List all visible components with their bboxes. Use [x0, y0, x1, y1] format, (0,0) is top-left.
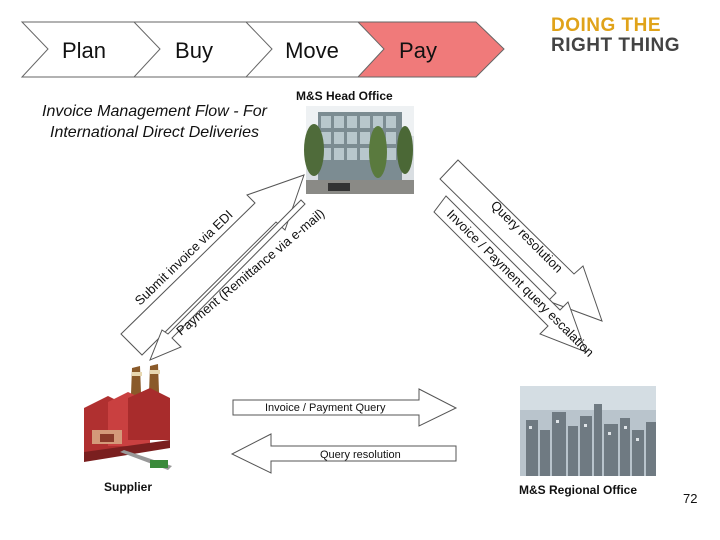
logo-line-1: DOING THE [551, 15, 662, 36]
arrow-head-office-to-supplier [149, 199, 306, 361]
page-number: 72 [683, 491, 698, 506]
arrow-query-resolution [230, 433, 457, 474]
title-line-1: Invoice Management Flow - For [42, 103, 267, 120]
label-query-resolution: Query resolution [320, 449, 401, 461]
step-pay[interactable]: Pay [356, 21, 505, 78]
title-line-2: International Direct Deliveries [50, 124, 259, 141]
logo-line-2: RIGHT THING [551, 35, 680, 56]
step-pay-label: Pay [399, 38, 437, 63]
arrow-supplier-to-head-office [120, 174, 305, 356]
head-office-photo [304, 106, 414, 194]
step-move-label: Move [285, 38, 339, 63]
step-plan-label: Plan [62, 38, 106, 63]
label-invoice-payment-query: Invoice / Payment Query [265, 402, 386, 414]
supplier-factory [84, 364, 172, 470]
step-buy-label: Buy [175, 38, 213, 63]
step-pay-shape [356, 21, 505, 78]
brand-logo: DOING THE RIGHT THING [551, 16, 680, 56]
regional-office-photo [520, 386, 656, 476]
flow-arrows [120, 159, 603, 474]
head-office-label: M&S Head Office [296, 89, 393, 103]
supplier-label: Supplier [104, 480, 153, 494]
arrow-head-to-regional [439, 159, 603, 322]
process-chevrons: Plan Buy Move Pay [20, 21, 505, 78]
step-buy[interactable]: Buy [132, 21, 281, 78]
page-title: Invoice Management Flow - For Internatio… [22, 101, 287, 143]
arrow-invoice-payment-query [232, 388, 458, 427]
step-plan[interactable]: Plan [20, 21, 169, 78]
arrow-regional-to-head [433, 195, 587, 353]
regional-office-label: M&S Regional Office [519, 483, 638, 497]
